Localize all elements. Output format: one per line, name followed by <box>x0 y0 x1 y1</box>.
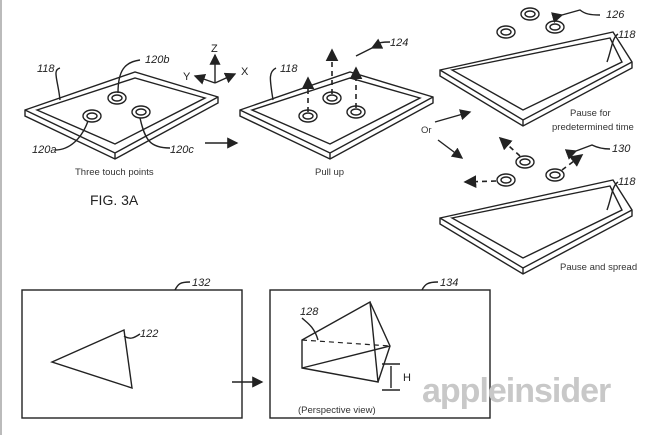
caption-pause-spread: Pause and spread <box>560 262 637 273</box>
touch-point-120a <box>82 109 102 123</box>
tablet-three-touch <box>24 59 219 160</box>
arrow-or-up <box>434 109 472 123</box>
ref-118: 118 <box>618 29 636 41</box>
ref-122: 122 <box>140 328 158 340</box>
ref-134: 134 <box>440 277 458 289</box>
axes-icon <box>193 53 237 85</box>
ref-128: 128 <box>300 306 319 318</box>
axis-z-label: Z <box>211 43 218 55</box>
ref-132: 132 <box>192 277 210 289</box>
touch-point-120b <box>107 91 127 105</box>
prism-128 <box>301 300 391 383</box>
ref-120b: 120b <box>145 54 169 66</box>
axis-x-label: X <box>241 66 249 78</box>
ref-118: 118 <box>280 63 298 75</box>
ref-height: H <box>403 372 411 384</box>
view-3d-box <box>269 289 491 419</box>
axis-y-label: Y <box>183 71 191 83</box>
caption-pull-up: Pull up <box>315 167 344 178</box>
caption-or: Or <box>421 125 432 136</box>
view-2d-box <box>21 289 243 419</box>
tablet-pause-time <box>439 7 633 127</box>
watermark: appleinsider <box>422 372 611 410</box>
ref-118: 118 <box>37 63 55 75</box>
figure-label: FIG. 3A <box>90 192 139 208</box>
ref-118: 118 <box>618 176 636 188</box>
caption-pause-time-1: Pause for <box>570 108 611 119</box>
ref-124: 124 <box>390 37 408 49</box>
caption-pause-time-2: predetermined time <box>552 122 634 133</box>
caption-perspective: (Perspective view) <box>298 405 376 416</box>
arrow-or-down <box>437 139 464 159</box>
ref-130: 130 <box>612 143 631 155</box>
ref-120a: 120a <box>32 144 56 156</box>
tablet-pause-spread <box>439 136 633 275</box>
ref-120c: 120c <box>170 144 194 156</box>
triangle-122 <box>50 328 133 390</box>
ref-126: 126 <box>606 9 625 21</box>
tablet-pull-up <box>239 42 434 160</box>
touch-point-120c <box>131 105 151 119</box>
caption-three-touch: Three touch points <box>75 167 154 178</box>
